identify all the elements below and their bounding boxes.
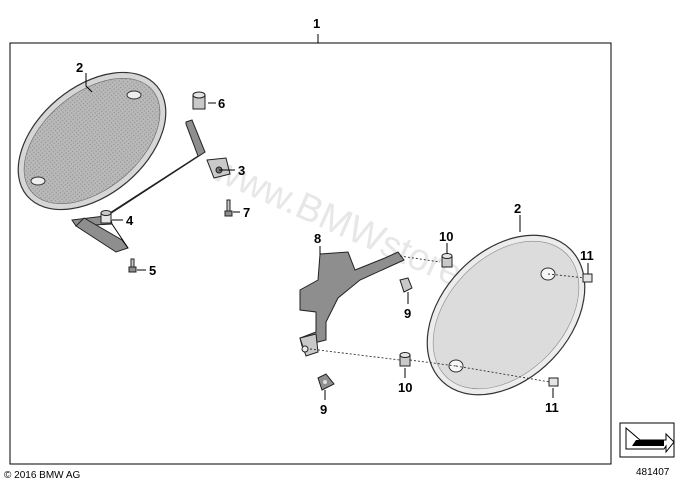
bolt-7 bbox=[224, 199, 233, 217]
left-bracket bbox=[71, 119, 206, 253]
nut-9-lower bbox=[317, 373, 335, 391]
group-frame bbox=[9, 42, 612, 465]
callout-5: 5 bbox=[149, 263, 156, 278]
diagram-number: 481407 bbox=[636, 467, 670, 478]
callout-7: 7 bbox=[243, 205, 250, 220]
callout-8: 8 bbox=[314, 231, 321, 246]
callout-11-upper: 11 bbox=[580, 248, 594, 263]
callout-10-lower: 10 bbox=[398, 380, 412, 395]
left-plate bbox=[17, 71, 167, 211]
callout-10-upper: 10 bbox=[439, 229, 453, 244]
copyright: © 2016 BMW AG bbox=[4, 470, 81, 481]
right-bracket-8 bbox=[299, 251, 405, 357]
callout-3: 3 bbox=[238, 163, 245, 178]
bolt-5 bbox=[128, 258, 137, 273]
callout-9-upper: 9 bbox=[404, 306, 411, 321]
callout-9-lower: 9 bbox=[320, 402, 327, 417]
callout-11-lower: 11 bbox=[545, 400, 559, 415]
spacer-10-upper bbox=[441, 253, 453, 268]
diagram-arrow-icon bbox=[619, 422, 675, 458]
bolt-11-lower bbox=[548, 377, 559, 387]
spacer-6 bbox=[192, 91, 206, 110]
callout-1: 1 bbox=[313, 16, 320, 31]
callout-4: 4 bbox=[126, 213, 134, 228]
right-plate bbox=[426, 234, 586, 396]
bolt-11-upper bbox=[582, 273, 593, 283]
callout-2-left: 2 bbox=[76, 60, 83, 75]
callout-6: 6 bbox=[218, 96, 225, 111]
nut-4 bbox=[100, 210, 112, 224]
callout-2-right: 2 bbox=[514, 201, 521, 216]
spacer-10-lower bbox=[399, 352, 411, 367]
nut-9-upper bbox=[399, 277, 413, 293]
